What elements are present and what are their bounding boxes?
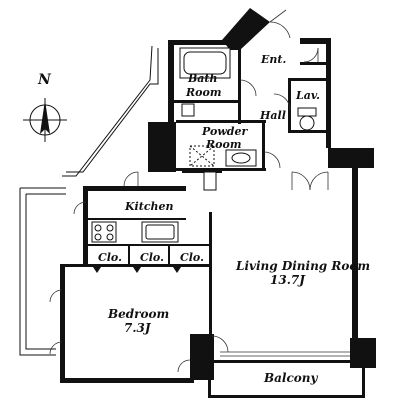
north-arrow-icon bbox=[40, 100, 50, 134]
entrance-door bbox=[269, 21, 291, 39]
powder-label-line2: Room bbox=[205, 138, 241, 151]
kitchen-label: Kitchen bbox=[124, 200, 174, 213]
kitchen-stove bbox=[91, 221, 117, 243]
entrance-label: Ent. bbox=[260, 53, 286, 66]
closet-label-2: Clo. bbox=[140, 251, 164, 264]
room-labels: Ent. Bath Room Lav. Hall Powder Room Kit… bbox=[98, 53, 370, 385]
toilet-bowl bbox=[299, 115, 315, 131]
closet-label-1: Clo. bbox=[98, 251, 122, 264]
powder-door bbox=[263, 151, 281, 169]
fixtures bbox=[91, 47, 317, 273]
walls bbox=[60, 8, 376, 398]
bath-sink bbox=[181, 103, 195, 117]
toilet-tank bbox=[297, 107, 317, 117]
compass: N bbox=[23, 72, 67, 142]
balcony-label: Balcony bbox=[263, 371, 319, 385]
lav-label: Lav. bbox=[295, 89, 320, 102]
kitchen-door bbox=[123, 171, 139, 187]
bedroom-label-line2: 7.3J bbox=[124, 321, 152, 335]
bedroom-door bbox=[177, 359, 191, 373]
living-label-line2: 13.7J bbox=[270, 273, 306, 287]
bath-label-line1: Bath bbox=[187, 72, 218, 85]
living-door bbox=[291, 171, 311, 191]
terrace-outline bbox=[19, 45, 159, 356]
laundry-space bbox=[189, 145, 215, 167]
lav-door bbox=[273, 93, 291, 111]
compass-north-label: N bbox=[37, 72, 52, 88]
bedroom-label-line1: Bedroom bbox=[107, 307, 169, 321]
bath-door bbox=[239, 79, 257, 97]
living-label-line1: Living Dining Room bbox=[235, 259, 370, 273]
powder-label-line1: Powder bbox=[201, 125, 248, 138]
closet-label-3: Clo. bbox=[180, 251, 204, 264]
bath-label-line2: Room bbox=[185, 86, 221, 99]
powder-shelf bbox=[203, 171, 217, 191]
hall-label: Hall bbox=[259, 109, 286, 122]
doors bbox=[49, 9, 350, 373]
